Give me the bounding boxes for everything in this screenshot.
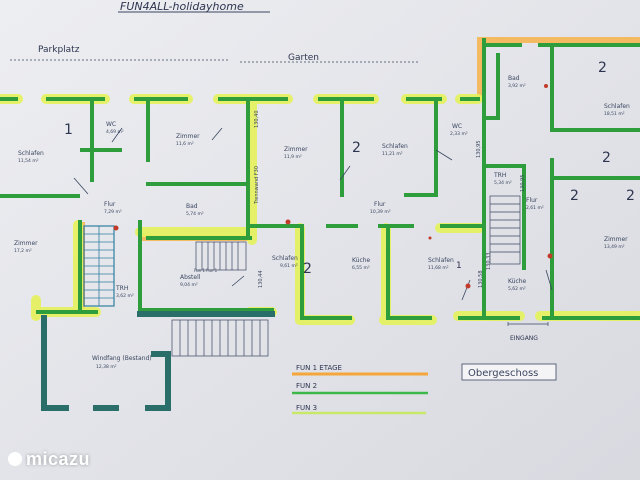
dimension-labels: 130,40 130,44 130,58 130,95 130,95 130,3… — [254, 111, 526, 289]
room-schlafen-1: Schlafen — [428, 257, 454, 264]
door-swings — [73, 127, 553, 301]
legend-fun2-label: FUN 2 — [296, 382, 317, 390]
room-schlafen-mid: Schlafen — [382, 143, 408, 150]
room-trh-right: TRH — [493, 172, 506, 179]
staircase-ground — [171, 319, 269, 357]
room-schlafen-1-area: 11,68 m² — [428, 265, 449, 271]
walls-green — [0, 38, 640, 320]
room-kueche2-area: 5,62 m² — [508, 286, 526, 292]
room-wc2-area: 2,33 m² — [450, 131, 468, 137]
room-flur3-area: 2,61 m² — [526, 205, 544, 211]
dim-3: 130,58 — [478, 271, 484, 289]
unit-numbers: 1 2 2 2 2 2 2 1 — [64, 60, 635, 277]
unit-number-2a: 2 — [352, 140, 361, 156]
room-windfang-area: 12,38 m² — [96, 364, 117, 370]
room-kueche1: Küche — [352, 257, 371, 264]
trennwand-label: Trennwand F30 — [254, 166, 260, 205]
watermark-text: micazu — [26, 449, 91, 469]
room-windfang: Windfang (Bestand) — [92, 355, 152, 362]
room-schlafen-right-area: 18,51 m² — [604, 111, 625, 117]
fun-label-small: Fun 1 Fun 1 — [194, 268, 218, 273]
room-trh-left-area: 3,62 m² — [116, 293, 134, 299]
room-schlafen-right: Schlafen — [604, 103, 630, 110]
room-bad-mid-area: 5,74 m² — [186, 211, 204, 217]
dim-4: 130,95 — [476, 141, 482, 159]
unit-number-1b: 1 — [456, 261, 462, 271]
room-schlafen-2-area: 9,61 m² — [280, 263, 298, 269]
dim-5: 130,95 — [520, 175, 526, 193]
legend-fun1-label: FUN 1 ETAGE — [296, 364, 342, 372]
garten-label: Garten — [288, 53, 319, 63]
room-trh-right-area: 5,34 m² — [494, 180, 512, 186]
room-zimmer2-area: 11,9 m² — [284, 154, 302, 160]
room-zimmer-right-area: 13,49 m² — [604, 244, 625, 250]
room-schlafen-2: Schlafen — [272, 255, 298, 262]
parkplatz-label: Parkplatz — [38, 45, 80, 55]
legend: FUN 1 ETAGE FUN 2 FUN 3 — [292, 364, 428, 415]
unit-number-2b: 2 — [598, 60, 607, 76]
room-schlafen-left: Schlafen — [18, 150, 44, 157]
room-schlafen-left-area: 11,54 m² — [18, 158, 39, 164]
unit-number-2e: 2 — [626, 188, 635, 204]
room-zimmer2: Zimmer — [284, 146, 308, 153]
room-flur2-area: 10,39 m² — [370, 209, 391, 215]
room-schlafen-mid-area: 11,21 m² — [382, 151, 403, 157]
dim-1: 130,40 — [254, 111, 260, 129]
room-kueche1-area: 6,55 m² — [352, 265, 370, 271]
unit-number-1: 1 — [64, 122, 73, 138]
legend-fun3-label: FUN 3 — [296, 404, 317, 412]
unit-number-2f: 2 — [303, 261, 312, 277]
room-trh-left: TRH — [115, 285, 128, 292]
room-zimmer-left: Zimmer — [14, 240, 38, 247]
staircase-mid — [195, 241, 247, 271]
room-bad-right: Bad — [508, 75, 520, 82]
room-labels: WC 4,69 m² Zimmer 11,6 m² Schlafen 11,54… — [14, 75, 630, 370]
unit-number-2c: 2 — [602, 150, 611, 166]
room-zimmer-left-area: 17,2 m² — [14, 248, 32, 254]
room-bad-right-area: 3,92 m² — [508, 83, 526, 89]
room-wc1: WC — [106, 121, 116, 128]
dim-6: 130,33 — [486, 253, 492, 271]
obergeschoss-box — [461, 363, 557, 381]
room-abstell-area: 9,04 m² — [180, 282, 198, 288]
room-abstell: Abstell — [180, 274, 201, 281]
plan-title: FUN4ALL-holidayhome — [120, 0, 244, 13]
dim-2: 130,44 — [258, 271, 264, 289]
room-flur1: Flur — [104, 201, 116, 208]
room-wc1-area: 4,69 m² — [106, 129, 124, 135]
obergeschoss-label: Obergeschoss — [468, 368, 538, 379]
staircase-left — [83, 225, 115, 307]
room-kueche2: Küche — [508, 278, 527, 285]
room-wc2: WC — [452, 123, 462, 130]
markers — [113, 84, 553, 289]
logo-icon — [8, 452, 22, 466]
staircase-right — [489, 195, 521, 265]
room-zimmer1-area: 11,6 m² — [176, 141, 194, 147]
walls-teal — [41, 311, 275, 411]
room-flur2: Flur — [374, 201, 386, 208]
watermark-logo: micazu — [8, 449, 90, 470]
room-flur1-area: 7,29 m² — [104, 209, 122, 215]
eingang-label: EINGANG — [510, 335, 538, 342]
room-flur3: Flur — [526, 197, 538, 204]
room-zimmer-right: Zimmer — [604, 236, 628, 243]
room-zimmer1: Zimmer — [176, 133, 200, 140]
unit-number-2d: 2 — [570, 188, 579, 204]
room-bad-mid: Bad — [186, 203, 198, 210]
